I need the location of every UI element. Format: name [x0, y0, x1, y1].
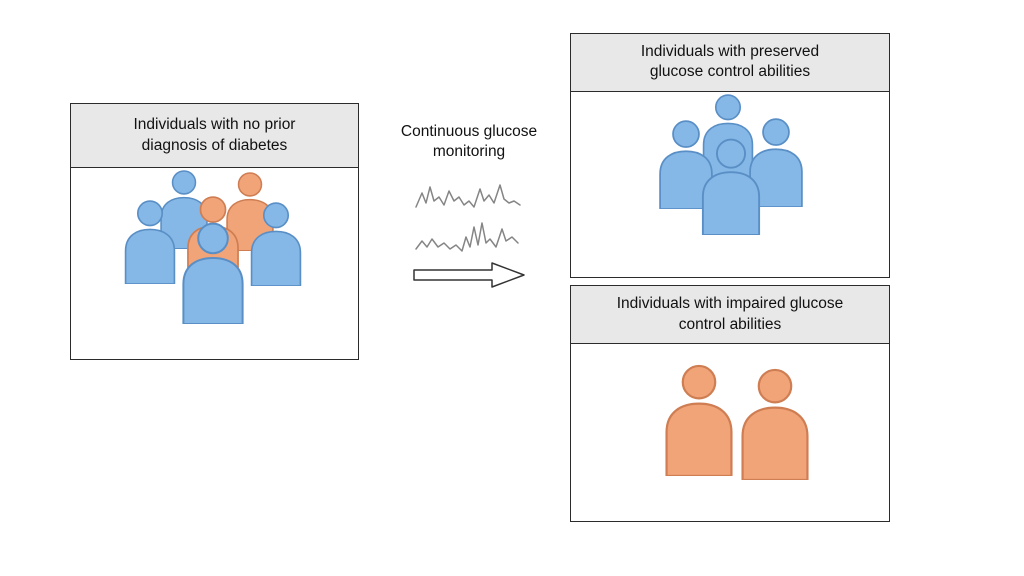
cgm-annotation: Continuous glucose monitoring: [366, 122, 572, 289]
box-impaired-title: Individuals with impaired glucose contro…: [616, 295, 844, 333]
people-group-blue-icon: [659, 94, 803, 235]
box-impaired: Individuals with impaired glucose contro…: [570, 285, 890, 522]
box-impaired-header: Individuals with impaired glucose contro…: [571, 286, 889, 344]
cgm-label: Continuous glucose monitoring: [400, 123, 538, 161]
box-undiagnosed: Individuals with no prior diagnosis of d…: [70, 103, 359, 360]
box-undiagnosed-body: [71, 168, 358, 359]
box-preserved-header: Individuals with preserved glucose contr…: [571, 34, 889, 92]
glucose-traces-icon: [415, 184, 521, 252]
box-preserved-body: [571, 92, 889, 277]
box-undiagnosed-title: Individuals with no prior diagnosis of d…: [133, 116, 296, 154]
people-group-orange-icon: [665, 364, 809, 480]
box-preserved-title: Individuals with preserved glucose contr…: [640, 43, 820, 81]
box-undiagnosed-header: Individuals with no prior diagnosis of d…: [71, 104, 358, 168]
box-impaired-body: [571, 344, 889, 521]
people-group-mixed-icon: [124, 170, 302, 324]
box-preserved: Individuals with preserved glucose contr…: [570, 33, 890, 278]
arrow-right-icon: [412, 262, 525, 288]
